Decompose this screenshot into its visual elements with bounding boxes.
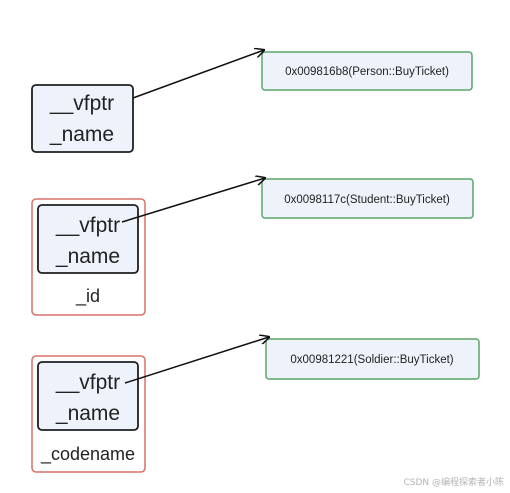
person-object: __vfptr _name: [31, 84, 134, 153]
soldier-vtable-box: [265, 338, 480, 380]
soldier-vtable-entry: 0x00981221(Soldier::BuyTicket): [290, 354, 453, 366]
student-vtable-box: [261, 178, 474, 219]
soldier-vfptr-label: __vfptr: [55, 371, 120, 394]
student-vtable: 0x0098117c(Student::BuyTicket): [261, 178, 474, 219]
student-vfptr-arrow: [121, 178, 265, 223]
soldier-base-box: [37, 361, 139, 431]
person-vtable-box: [261, 51, 473, 91]
soldier-codename-label: _codename: [40, 444, 135, 465]
student-vfptr-label: __vfptr: [55, 214, 120, 237]
soldier-vtable: 0x00981221(Soldier::BuyTicket): [265, 338, 480, 380]
person-vfptr-arrow: [132, 50, 264, 99]
soldier-name-label: _name: [55, 402, 120, 425]
person-vtable: 0x009816b8(Person::BuyTicket): [261, 51, 473, 91]
student-object: __vfptr _name _id: [31, 198, 146, 316]
soldier-object: __vfptr _name _codename: [31, 355, 146, 473]
student-id-label: _id: [75, 286, 100, 307]
watermark: CSDN @编程探索者小陈: [403, 476, 504, 488]
student-base-box: [37, 204, 139, 274]
person-vfptr-label: __vfptr: [49, 92, 114, 115]
student-name-label: _name: [55, 245, 120, 268]
student-vtable-entry: 0x0098117c(Student::BuyTicket): [284, 194, 450, 206]
soldier-vfptr-arrow: [124, 337, 269, 384]
person-vtable-entry: 0x009816b8(Person::BuyTicket): [285, 66, 449, 78]
person-name-label: _name: [49, 123, 114, 146]
person-base-box: [31, 84, 134, 153]
